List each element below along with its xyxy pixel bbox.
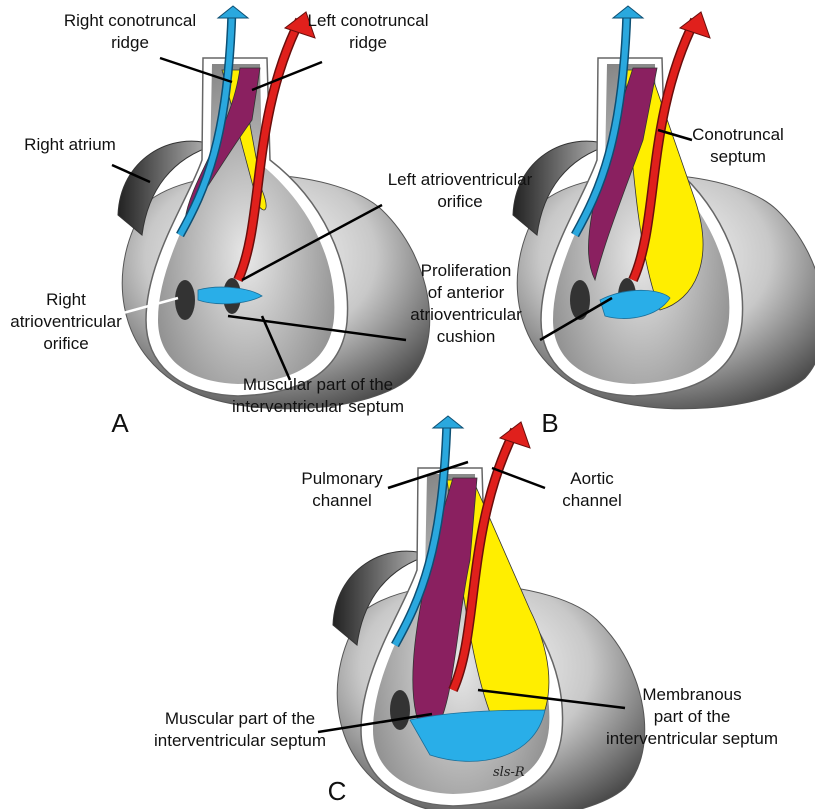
- outflow-lumen: [158, 64, 335, 384]
- aortic-flow-arrow: [629, 18, 699, 282]
- panel-letter-a: A: [111, 408, 129, 438]
- pulmonary-flow-arrow: [572, 9, 630, 237]
- aortic-arrowhead: [283, 11, 316, 39]
- heart-panel-b: [512, 5, 815, 410]
- aortic-arrowhead: [678, 11, 711, 39]
- av-cushion: [197, 286, 263, 305]
- right-av-orifice: [175, 280, 195, 320]
- aortic-arrowhead: [498, 421, 531, 449]
- label-right-atrium: Right atrium: [24, 135, 116, 154]
- av-cushion: [409, 709, 546, 762]
- pulmonary-arrowhead: [611, 5, 645, 19]
- aortic-flow-arrow: [234, 18, 304, 282]
- heart-panel-c: [332, 415, 646, 809]
- right-av-orifice: [570, 280, 590, 320]
- artist-signature: sls-R: [493, 765, 525, 780]
- pulmonary-flow-arrow: [392, 419, 450, 647]
- av-cushion: [599, 289, 671, 319]
- heart-panel-a: [117, 5, 431, 410]
- panel-letter-b: B: [541, 408, 558, 438]
- panel-letter-c: C: [328, 776, 347, 806]
- pulmonary-arrowhead: [216, 5, 250, 19]
- leader-lines: [104, 56, 693, 734]
- aortic-flow-arrow: [449, 428, 519, 692]
- pulmonary-flow-arrow: [177, 9, 235, 237]
- right-av-orifice: [390, 690, 410, 730]
- pulmonary-arrowhead: [431, 415, 465, 429]
